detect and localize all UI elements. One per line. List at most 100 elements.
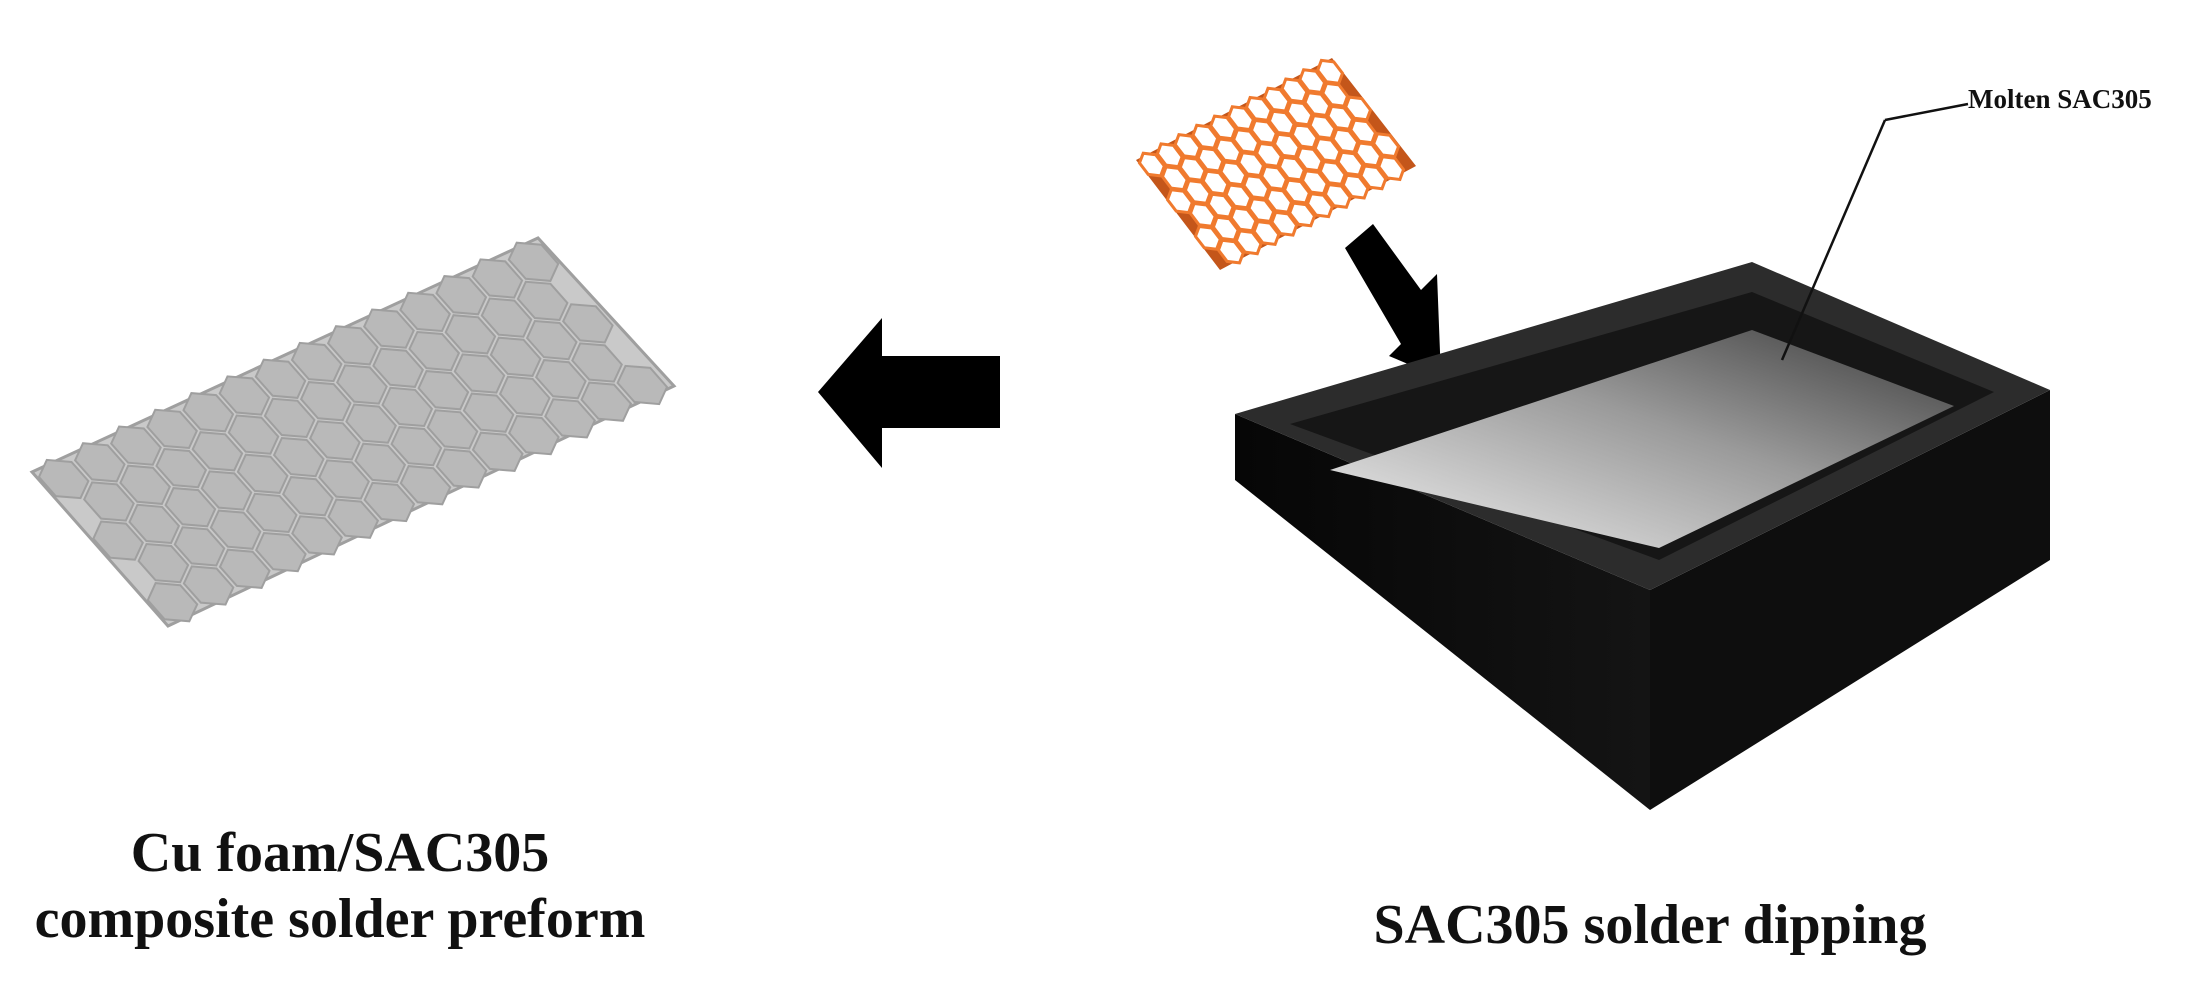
preform-hex-cell (525, 319, 578, 361)
cu-foam-hex-pore (1242, 174, 1271, 201)
cu-foam-hex-pore (1282, 178, 1312, 205)
cu-foam-hex-pore (1206, 192, 1235, 219)
composite-preform-caption: Cu foam/SAC305 composite solder preform (20, 820, 660, 952)
cu-foam-hex-pore (1209, 114, 1238, 141)
preform-hex-cell (73, 442, 126, 483)
preform-hex-cell (110, 425, 162, 466)
preform-hex-cell (227, 414, 280, 455)
molten-solder-surface (1330, 330, 1954, 548)
preform-hex-cell (372, 347, 424, 388)
preform-hex-cell (399, 291, 451, 333)
cu-foam-hex-pore (1137, 151, 1166, 178)
bath-front-face (1235, 414, 1650, 810)
solder-bath (1235, 102, 2050, 810)
cu-foam-hex-pore (1183, 178, 1212, 205)
cu-foam-hex-pore (1316, 58, 1345, 85)
preform-hex-cell (489, 336, 542, 377)
preform-hex-cell (290, 341, 343, 383)
preform-hex-cell (245, 492, 298, 534)
preform-hex-cell (37, 458, 90, 500)
preform-hex-cell (363, 481, 416, 523)
molten-sac305-label: Molten SAC305 (1968, 84, 2152, 114)
cu-foam-hex-pore (1193, 224, 1222, 251)
preform-hex-cell (218, 548, 271, 589)
cu-foam-hex-pore (1216, 238, 1245, 265)
cu-foam-hex-pore (1160, 165, 1189, 192)
cu-foam-hex-pore (1173, 132, 1202, 160)
preform-hex-cell (119, 464, 171, 505)
preform-hex-cell (318, 459, 370, 500)
cu-foam-hex-pore (1155, 142, 1184, 169)
preform-hex-cell (516, 280, 569, 322)
cu-foam-piece (1136, 58, 1416, 270)
cu-foam-hex-cells (1137, 58, 1406, 265)
cu-foam-hex-pore (1226, 105, 1256, 132)
cu-foam-hex-pore (1318, 159, 1347, 186)
cu-foam-hex-pore (1280, 77, 1309, 104)
preform-hex-cell (272, 436, 325, 478)
preform-hex-cell (191, 431, 244, 472)
cu-foam-hex-pore (1254, 141, 1284, 168)
cu-foam-hex-pore (1224, 183, 1253, 210)
preform-hex-cell (471, 258, 524, 299)
preform-hex-cell (453, 353, 506, 394)
preform-hex-cell (218, 375, 271, 416)
cu-foam-hex-pore (1265, 187, 1294, 214)
preform-hex-cell (309, 420, 361, 461)
composite-preform-caption-line2: composite solder preform (34, 888, 646, 950)
arrow-left-icon (818, 318, 1000, 468)
preform-hex-cell (336, 364, 388, 405)
preform-hex-cell (155, 447, 208, 489)
preform-hex-cell (399, 465, 452, 506)
preform-hex-cell (571, 342, 623, 383)
preform-hex-cell (282, 476, 334, 517)
preform-hex-cell (462, 392, 515, 433)
cu-foam-hex-pore (1344, 95, 1373, 122)
composite-preform (29, 236, 677, 628)
preform-hex-cell (535, 359, 587, 400)
preform-hex-cell (182, 565, 235, 606)
cu-foam-hex-pore (1295, 146, 1324, 173)
cu-foam-hex-pore (1237, 151, 1266, 178)
preform-hex-cell (146, 408, 198, 450)
bath-right-face (1650, 390, 2050, 810)
cu-foam-hex-pore (1252, 219, 1281, 247)
cu-foam-hex-pore (1244, 95, 1273, 122)
callout-leader-line (1780, 119, 1887, 361)
preform-hex-cell (137, 542, 190, 584)
preform-hex-cell (507, 241, 560, 282)
cu-foam-hex-pore (1270, 210, 1299, 237)
preform-hex-cell (128, 503, 181, 545)
solder-dipping-caption: SAC305 solder dipping (1373, 894, 1927, 956)
preform-hex-cell (471, 431, 524, 472)
preform-hex-cell (544, 398, 596, 439)
preform-hex-cell (363, 308, 415, 349)
preform-hex-cell (580, 381, 633, 422)
preform-hex-cell (508, 414, 560, 456)
cu-foam-hex-pore (1219, 160, 1248, 187)
cu-foam-hex-pore (1211, 215, 1240, 242)
preform-hex-cell (435, 275, 488, 316)
cu-foam-hex-pore (1229, 206, 1258, 233)
preform-hex-cell (480, 297, 533, 338)
cu-foam-hex-pore (1247, 197, 1276, 224)
preform-hex-cell (236, 453, 289, 494)
preform-hex-cell (146, 582, 199, 623)
cu-foam-hex-pore (1191, 123, 1220, 150)
preform-hex-cell (381, 386, 434, 428)
preform-hex-cell (263, 397, 316, 439)
preform-hex-cell (255, 531, 307, 573)
preform-hex-cells (37, 241, 669, 623)
cu-foam-hex-pore (1303, 91, 1332, 118)
cu-foam-hex-pore (1313, 136, 1342, 164)
cu-foam-hex-pore (1196, 146, 1225, 173)
preform-hex-cell (562, 303, 614, 344)
preform-hex-cell (354, 442, 407, 483)
cu-foam-hex-pore (1267, 109, 1296, 136)
preform-hex-cell (299, 381, 352, 422)
preform-hex-cell (327, 498, 380, 539)
cu-foam-hex-pore (1349, 118, 1378, 145)
cu-foam-hex-pore (1305, 192, 1334, 219)
cu-foam-hex-pore (1354, 141, 1383, 168)
